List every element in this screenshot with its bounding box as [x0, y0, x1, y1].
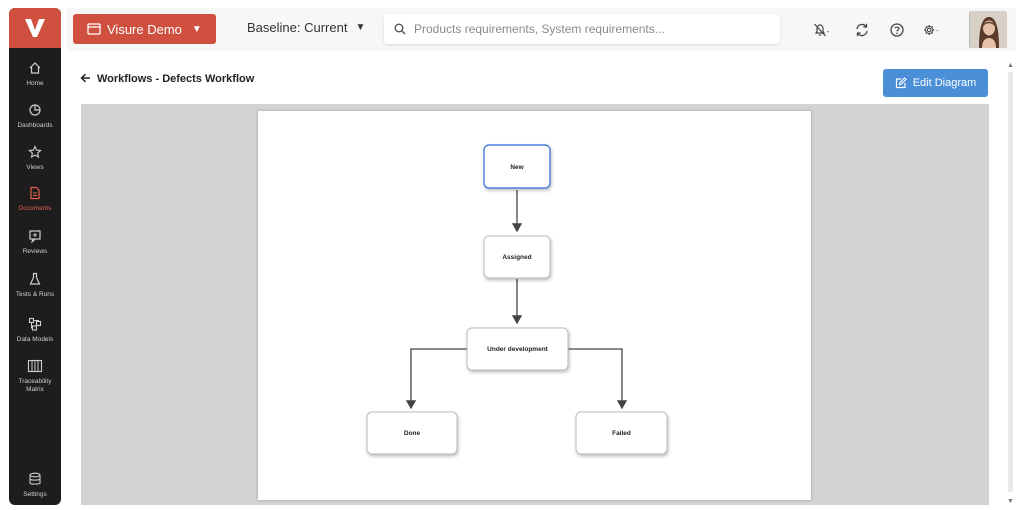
sidebar-item-label: Reviews	[22, 248, 48, 255]
document-icon	[27, 185, 43, 201]
scroll-track[interactable]	[1008, 72, 1013, 492]
review-icon	[27, 228, 43, 244]
search-box	[384, 14, 780, 44]
bell-off-icon[interactable]	[812, 21, 830, 39]
sidebar-item-label: Settings	[23, 491, 47, 498]
top-bar: Visure Demo ▼ Baseline: Current ▼	[66, 8, 1016, 51]
edit-diagram-label: Edit Diagram	[912, 77, 977, 89]
user-avatar[interactable]	[969, 11, 1007, 48]
sidebar-item-label: Data Models	[16, 336, 54, 343]
edit-icon	[895, 77, 907, 89]
scroll-up-icon[interactable]: ▲	[1007, 62, 1014, 69]
sidebar-item-views[interactable]: Views	[9, 144, 61, 172]
sidebar-item-label: Dashboards	[17, 122, 53, 129]
edge-under-development-done[interactable]	[405, 348, 467, 410]
sidebar-item-dashboards[interactable]: Dashboards	[9, 102, 61, 130]
caret-down-icon: ▼	[355, 22, 366, 33]
flask-icon	[27, 271, 43, 287]
baseline-label: Baseline: Current	[247, 20, 348, 35]
gear-icon[interactable]	[922, 21, 940, 39]
node-label: Under development	[487, 346, 549, 353]
sidebar-item-label: Documents	[18, 205, 52, 212]
sidebar-item-settings[interactable]: Settings	[9, 471, 61, 499]
help-icon[interactable]	[888, 21, 906, 39]
node-done[interactable]: Done	[366, 411, 458, 455]
sidebar-item-data-models[interactable]: Data Models	[9, 316, 61, 344]
node-failed[interactable]: Failed	[575, 411, 668, 455]
project-label: Visure Demo	[107, 21, 182, 37]
search-icon	[394, 23, 406, 35]
sidebar-item-documents[interactable]: Documents	[9, 185, 61, 213]
sidebar-item-home[interactable]: Home	[9, 60, 61, 88]
workflow-diagram: New Assigned Under development Done Fail…	[366, 144, 668, 455]
sidebar: Home Dashboards Views Documents Reviews …	[9, 8, 61, 505]
sidebar-item-label: Home	[26, 80, 44, 87]
node-label: Done	[404, 430, 421, 437]
home-icon	[27, 60, 43, 76]
edge-under-development-failed[interactable]	[568, 348, 628, 410]
sidebar-item-reviews[interactable]: Reviews	[9, 228, 61, 256]
diagram-page: New Assigned Under development Done Fail…	[258, 111, 811, 500]
edit-diagram-button[interactable]: Edit Diagram	[883, 69, 988, 97]
caret-down-icon: ▼	[191, 23, 202, 35]
sidebar-item-tests-runs[interactable]: Tests & Runs	[9, 271, 61, 299]
data-model-icon	[27, 316, 43, 332]
app-logo[interactable]	[9, 8, 61, 48]
node-under-development[interactable]: Under development	[466, 327, 569, 371]
node-label: Assigned	[502, 254, 531, 261]
star-icon	[27, 144, 43, 160]
database-icon	[27, 471, 43, 487]
node-assigned[interactable]: Assigned	[483, 235, 551, 279]
pie-chart-icon	[27, 102, 43, 118]
node-new[interactable]: New	[483, 144, 551, 189]
project-selector-button[interactable]: Visure Demo ▼	[73, 14, 216, 44]
page-title: Workflows - Defects Workflow	[97, 73, 255, 85]
scroll-down-icon[interactable]: ▼	[1007, 498, 1014, 505]
logo-v-icon	[25, 19, 45, 37]
matrix-icon	[27, 358, 43, 374]
vertical-scrollbar[interactable]: ▲ ▼	[1005, 62, 1016, 505]
sidebar-item-traceability-matrix[interactable]: Traceability Matrix	[9, 358, 61, 394]
window-icon	[87, 23, 101, 35]
node-label: New	[510, 164, 524, 171]
sidebar-item-label: Views	[26, 164, 44, 171]
sidebar-item-label: Traceability Matrix	[18, 378, 52, 393]
baseline-selector[interactable]: Baseline: Current ▼	[247, 20, 365, 35]
sidebar-item-label: Tests & Runs	[15, 291, 55, 298]
sync-icon[interactable]	[853, 21, 871, 39]
breadcrumb: Workflows - Defects Workflow	[80, 72, 254, 86]
node-label: Failed	[612, 430, 631, 437]
back-arrow-icon[interactable]	[80, 72, 91, 86]
search-input[interactable]	[414, 22, 764, 36]
